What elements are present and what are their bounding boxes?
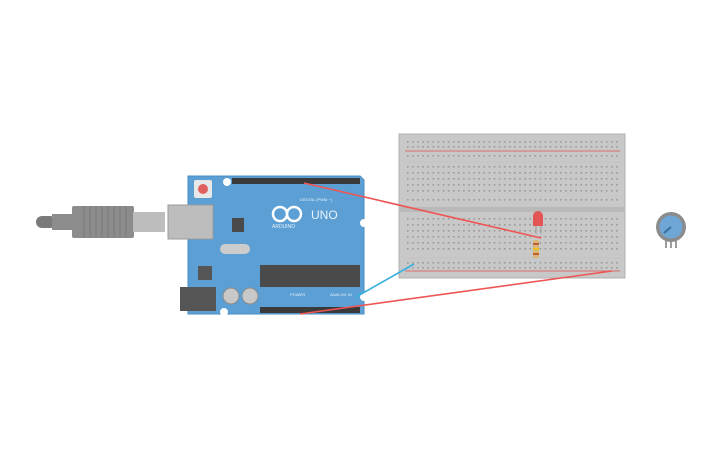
led-body xyxy=(533,211,543,226)
resistor[interactable] xyxy=(533,240,539,258)
digital-pin-header[interactable] xyxy=(232,178,360,184)
resistor-band xyxy=(533,243,539,245)
analog-header-label: ANALOG IN xyxy=(330,292,352,297)
wire-5v-to-rail[interactable] xyxy=(299,270,613,315)
reset-button[interactable] xyxy=(198,184,208,194)
usb-cable-end xyxy=(36,216,56,228)
voltage-regulator-chip xyxy=(232,218,244,232)
resistor-band xyxy=(533,253,539,255)
led-leg xyxy=(540,222,542,234)
breadboard[interactable] xyxy=(398,133,626,279)
atmega-microcontroller xyxy=(260,265,360,287)
breadboard-center-channel xyxy=(400,207,624,212)
mounting-hole-icon xyxy=(360,293,368,301)
usb-cable[interactable] xyxy=(36,206,165,238)
wire-digital-to-led[interactable] xyxy=(303,182,542,239)
usb-b-port xyxy=(167,204,214,240)
dc-power-jack xyxy=(180,287,216,311)
breadboard-body xyxy=(398,133,626,279)
usb-cable-connector xyxy=(133,212,165,232)
breadboard-holes xyxy=(407,141,618,269)
mounting-hole-icon xyxy=(220,308,228,316)
resistor-band xyxy=(533,248,539,250)
wires[interactable] xyxy=(299,182,613,315)
power-analog-pin-header[interactable] xyxy=(260,307,360,313)
usb-cable-plug-body xyxy=(72,206,134,238)
mounting-hole-icon xyxy=(223,178,231,186)
wire-gnd-to-rail[interactable] xyxy=(355,263,415,298)
arduino-uno-board[interactable]: UNO ARDUINO DIGITAL (PWM ~) POWER ANALOG… xyxy=(167,175,368,316)
led-leg xyxy=(535,222,537,234)
board-model-label: UNO xyxy=(311,208,338,222)
crystal-oscillator xyxy=(220,244,250,254)
small-chip xyxy=(198,266,212,280)
usb-cable-ridges xyxy=(83,206,127,238)
digital-header-label: DIGITAL (PWM ~) xyxy=(300,197,333,202)
capacitor-icon xyxy=(222,287,240,305)
arduino-logo-icon xyxy=(271,205,303,223)
brand-label: ARDUINO xyxy=(272,224,295,230)
capacitor-icon xyxy=(241,287,259,305)
led[interactable] xyxy=(533,211,543,234)
power-header-label: POWER xyxy=(290,292,305,297)
usb-cable-strain-relief xyxy=(52,214,76,230)
potentiometer[interactable] xyxy=(656,212,686,248)
potentiometer-indicator-icon xyxy=(663,226,672,234)
mounting-hole-icon xyxy=(360,219,368,227)
